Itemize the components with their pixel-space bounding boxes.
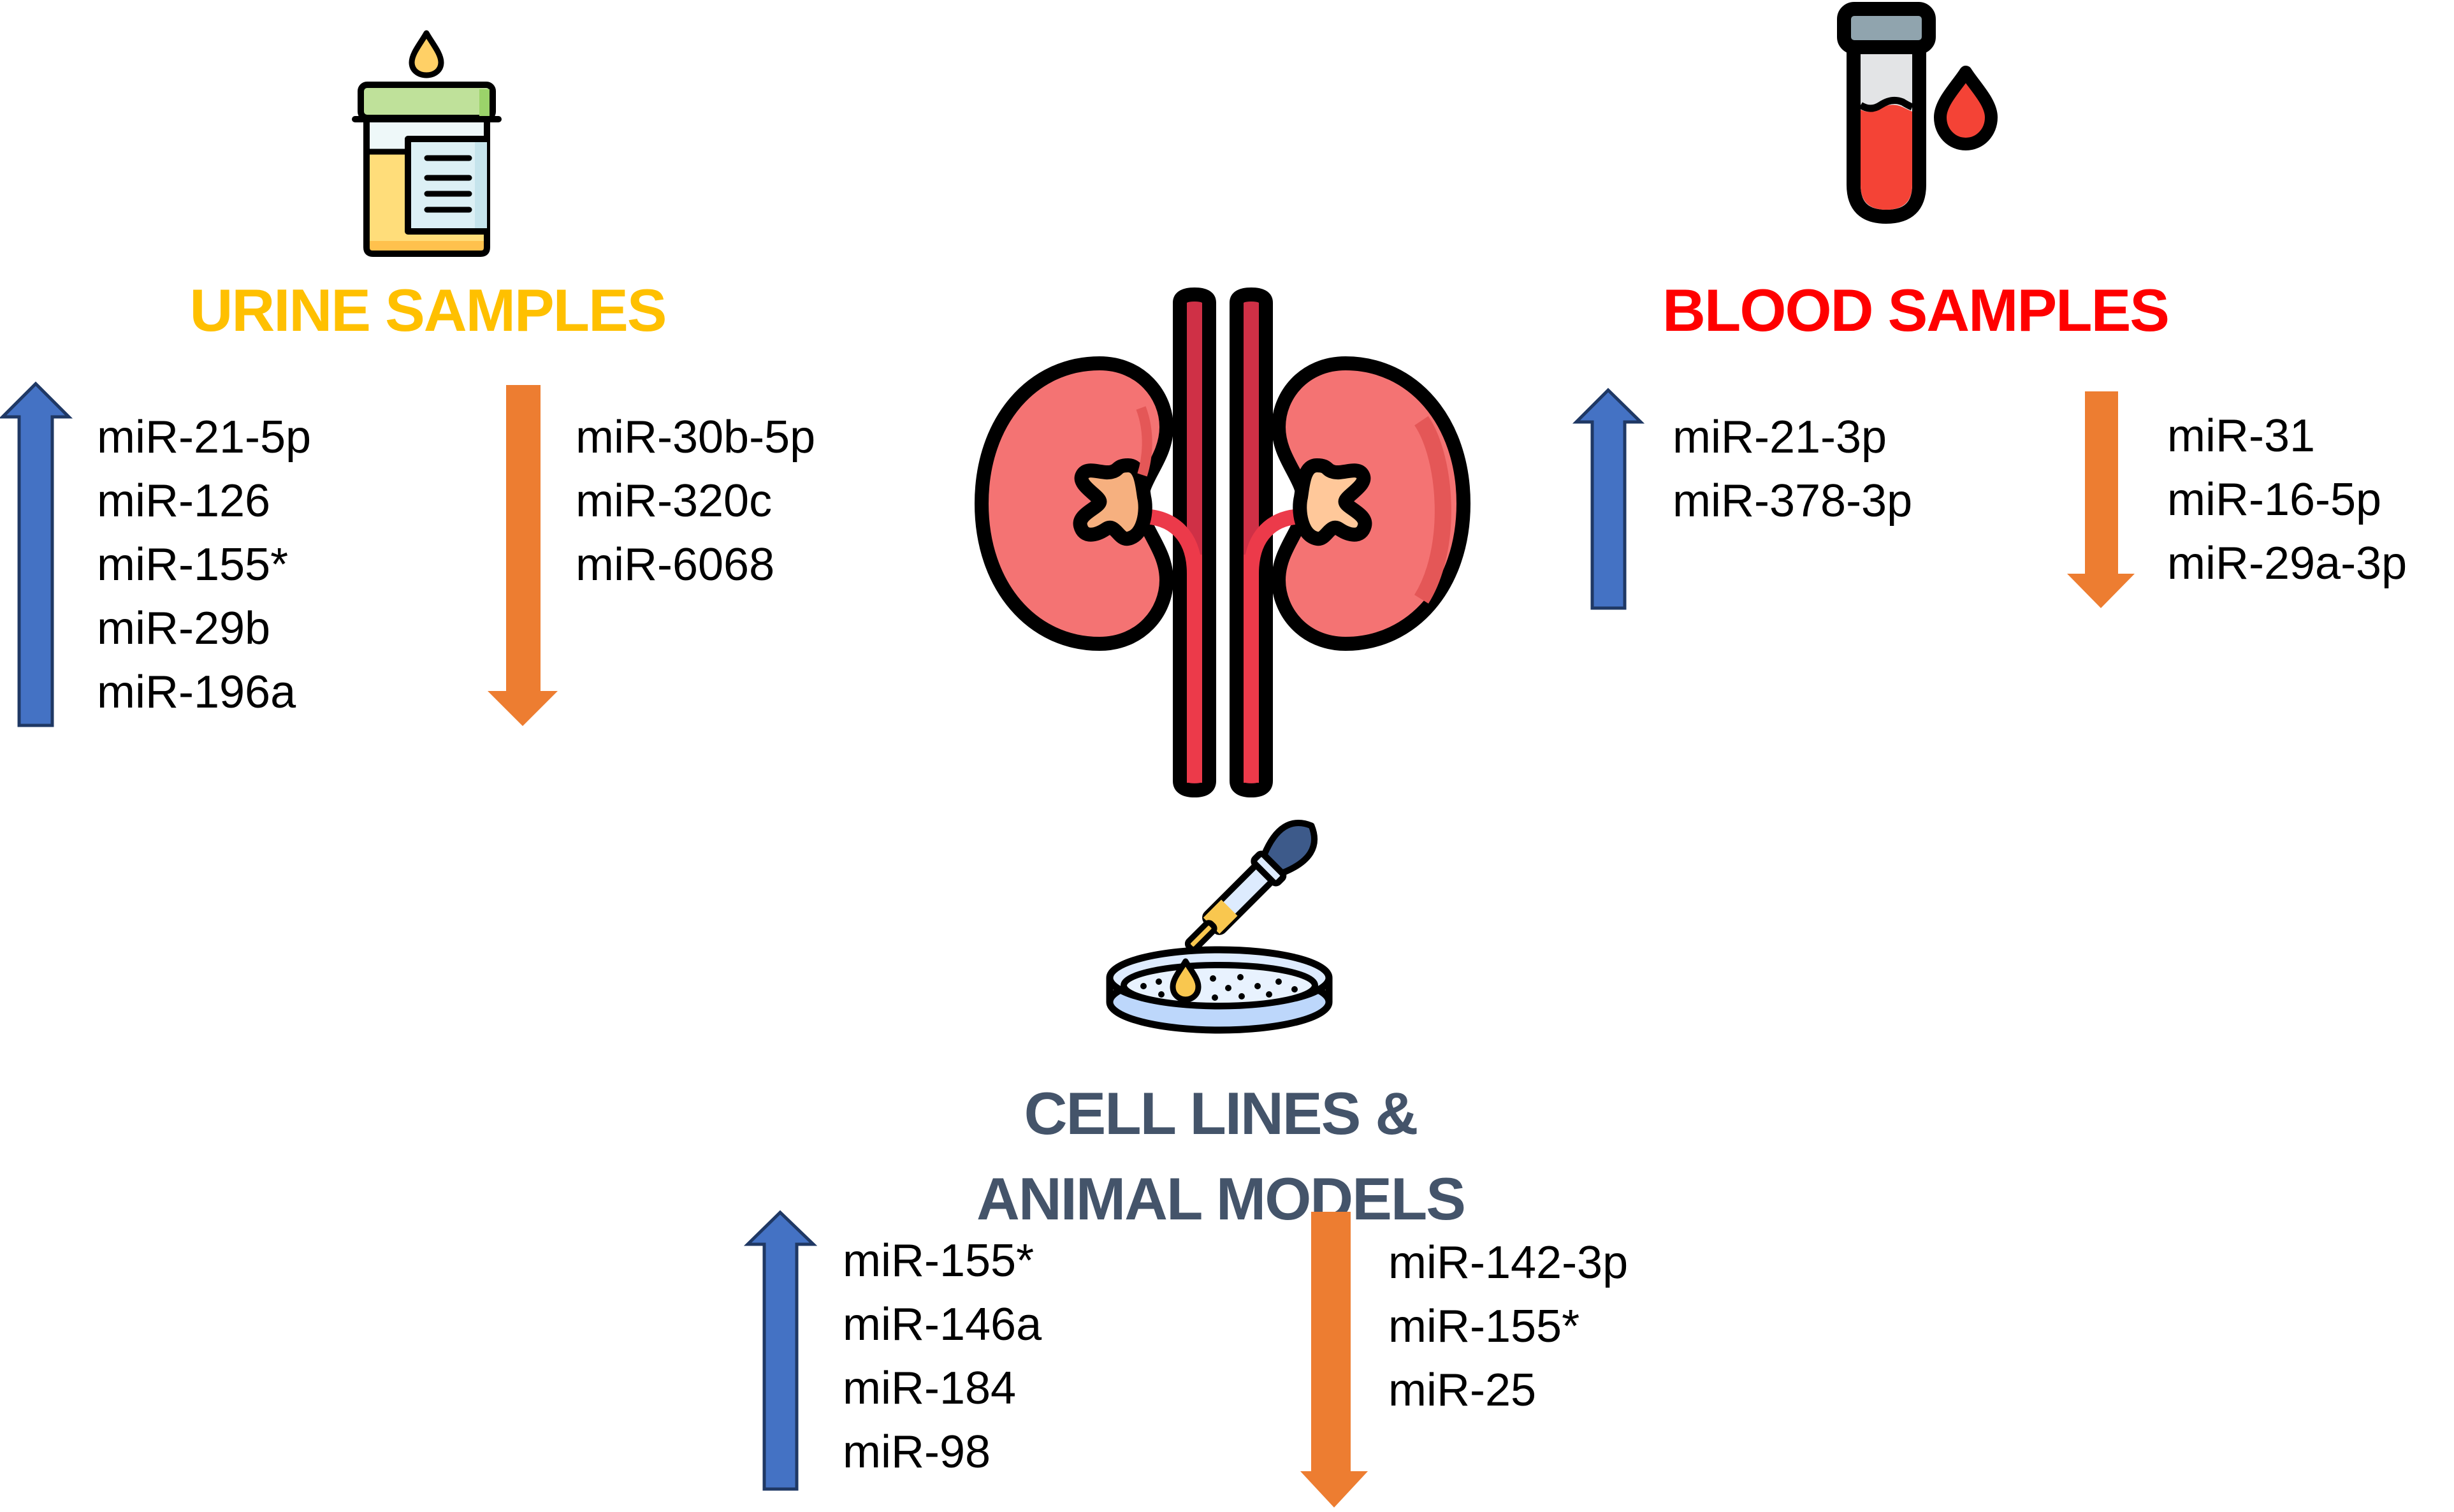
blood-samples-heading: BLOOD SAMPLES [1662, 277, 2170, 344]
list-item: miR-196a [97, 667, 296, 718]
urine-downregulated-arrow-icon [488, 385, 558, 726]
cell-heading-line2: ANIMAL MODELS [976, 1165, 1466, 1232]
list-item: miR-21-3p [1673, 412, 1887, 463]
list-item: miR-155* [1388, 1301, 1580, 1352]
list-item: miR-146a [843, 1299, 1042, 1350]
list-item: miR-184 [843, 1363, 1017, 1414]
urine-upregulated-arrow-icon [0, 381, 73, 727]
list-item: miR-320c [576, 476, 773, 527]
list-item: miR-6068 [576, 539, 775, 590]
cell-lines-animal-models-heading: CELL LINES & ANIMAL MODELS [976, 1071, 1466, 1242]
urine-upregulated-list: miR-21-5p miR-126 miR-155* miR-29b miR-1… [97, 405, 311, 724]
cell-downregulated-arrow-icon [1300, 1212, 1368, 1508]
urine-downregulated-list: miR-30b-5p miR-320c miR-6068 [576, 405, 815, 597]
list-item: miR-126 [97, 476, 271, 527]
list-item: miR-29a-3p [2167, 538, 2407, 589]
blood-upregulated-list: miR-21-3p miR-378-3p [1673, 405, 1912, 533]
list-item: miR-31 [2167, 411, 2316, 462]
cell-upregulated-arrow-icon [743, 1210, 818, 1491]
list-item: miR-98 [843, 1427, 991, 1478]
list-item: miR-21-5p [97, 412, 312, 463]
blood-upregulated-arrow-icon [1572, 388, 1645, 610]
list-item: miR-16-5p [2167, 474, 2382, 525]
urine-sample-cup-icon [352, 30, 502, 257]
pipette-petri-dish-icon [1106, 820, 1333, 1034]
list-item: miR-30b-5p [576, 412, 816, 463]
list-item: miR-29b [97, 603, 271, 654]
list-item: miR-25 [1388, 1365, 1537, 1416]
list-item: miR-155* [843, 1235, 1035, 1286]
blood-downregulated-list: miR-31 miR-16-5p miR-29a-3p [2167, 404, 2407, 595]
blood-test-tube-icon [1837, 2, 1998, 224]
cell-downregulated-list: miR-142-3p miR-155* miR-25 [1388, 1231, 1628, 1422]
list-item: miR-155* [97, 539, 289, 590]
list-item: miR-378-3p [1673, 476, 1913, 527]
cell-heading-line1: CELL LINES & [1024, 1080, 1419, 1147]
urine-samples-heading: URINE SAMPLES [189, 277, 667, 344]
cell-upregulated-list: miR-155* miR-146a miR-184 miR-98 [843, 1229, 1042, 1484]
list-item: miR-142-3p [1388, 1237, 1629, 1288]
kidneys-icon [975, 287, 1470, 797]
blood-downregulated-arrow-icon [2067, 391, 2135, 608]
